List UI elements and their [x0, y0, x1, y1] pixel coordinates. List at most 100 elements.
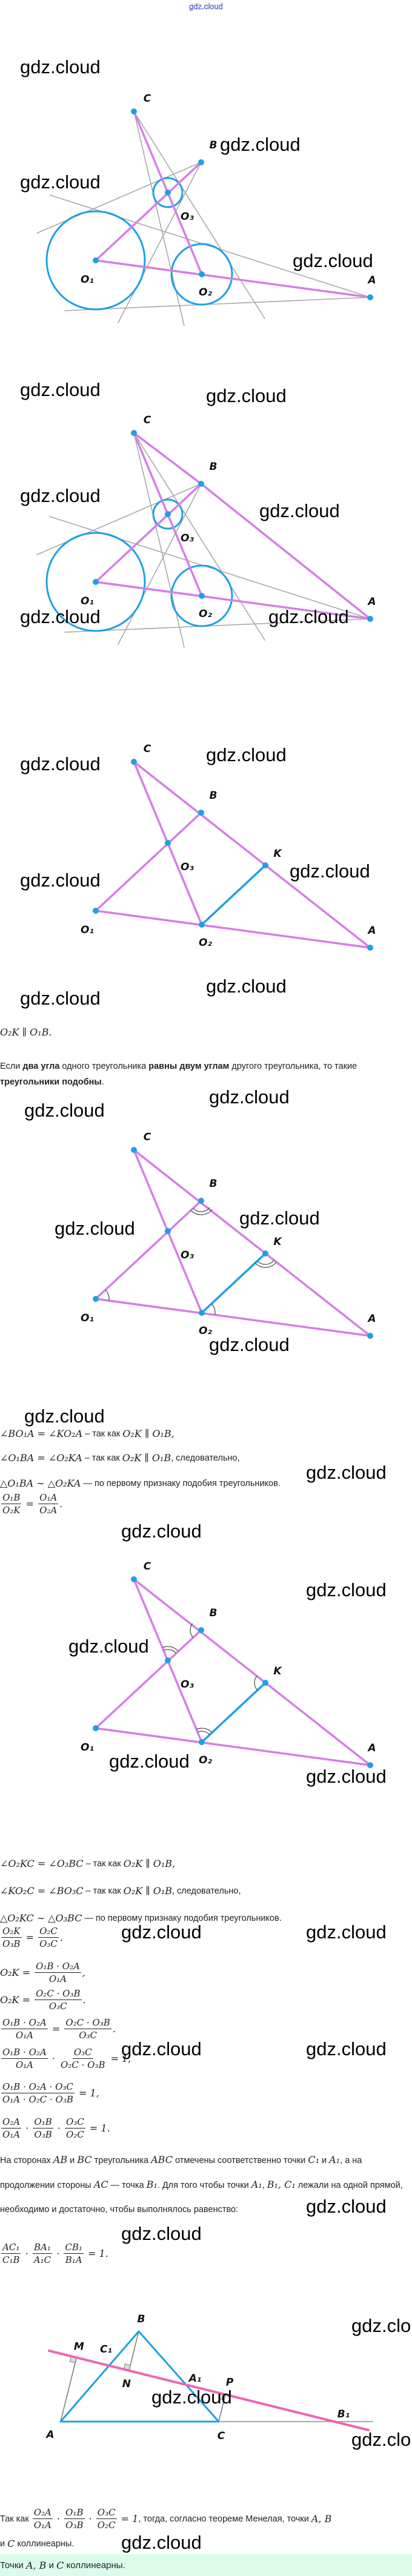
watermark: gdz.cloud — [20, 56, 101, 78]
fraction-numerator: O₁B — [33, 2116, 53, 2129]
fraction-denominator: O₁A — [15, 2059, 33, 2070]
text: – так как — [83, 1859, 124, 1869]
math-expression: A₁ — [329, 2154, 341, 2165]
angle-arc-o3 — [162, 1646, 179, 1651]
b-point — [198, 481, 204, 487]
text: треугольника — [91, 2156, 151, 2165]
math-expression: △O₂KC ∼ △O₃BC — [0, 1912, 82, 1924]
math-expression: ∠O₁BA = ∠O₂KA — [0, 1452, 82, 1464]
math-expression: BC — [77, 2154, 92, 2165]
segment-o1-a — [95, 259, 371, 299]
fraction-denominator: O₃B — [2, 1938, 21, 1949]
bold-text: равны двум углам — [148, 1062, 230, 1071]
b-point — [198, 1627, 204, 1633]
watermark: gdz.cloud — [20, 606, 101, 627]
fraction-denominator: O₃C — [48, 2001, 67, 2012]
fraction-denominator: O₁A — [15, 2030, 33, 2041]
fraction-denominator: O₁A — [33, 2520, 51, 2531]
o2-point — [199, 1310, 205, 1316]
point-label-M: M — [74, 2340, 84, 2353]
math-expression: · — [22, 2122, 32, 2134]
o3-point — [165, 840, 171, 846]
circle-o3 — [152, 177, 184, 208]
watermark: gdz.cloud — [239, 1207, 320, 1229]
watermark: gdz.cloud — [20, 753, 101, 774]
math-expression: = 1. — [84, 2247, 108, 2259]
math-expression: A, B — [311, 2512, 332, 2525]
o1-point — [93, 1725, 99, 1731]
point-label-O2: O₂ — [199, 286, 212, 299]
c-point — [131, 1147, 137, 1153]
point-label-N: N — [122, 2378, 131, 2390]
fraction-numerator: O₁B · O₂A — [1, 2047, 48, 2059]
point-label-B: B — [210, 1607, 218, 1619]
watermark: gdz.cloud — [20, 870, 101, 891]
fraction-denominator: O₂A — [39, 1505, 58, 1516]
point-label-B: B — [210, 1178, 218, 1190]
point-label-O3: O₃ — [181, 1249, 194, 1261]
point-label-A: A — [367, 274, 376, 286]
math-expression: O₂K ∥ O₁B, — [122, 1428, 174, 1439]
text: – так как — [82, 1429, 123, 1439]
fraction-denominator: O₂C · O₃B — [61, 2059, 105, 2070]
angle-arc-k — [254, 1261, 277, 1268]
math-expression: = 1, — [107, 2052, 131, 2064]
point-label-O1: O₁ — [81, 1312, 94, 1324]
watermark: gdz.cloud — [68, 1636, 149, 1657]
math-expression: ∠KO₂C = ∠BO₃C — [0, 1885, 84, 1897]
text: Если — [0, 1062, 23, 1071]
math-expression: . — [59, 1498, 63, 1510]
o2-point — [199, 1739, 205, 1745]
segment-o1-b — [95, 483, 202, 583]
watermark: gdz.cloud — [24, 1405, 105, 1427]
watermark: gdz.cloud — [306, 1462, 387, 1483]
segment-o1-a — [95, 1298, 371, 1337]
segment-o1-a — [95, 1727, 371, 1766]
segment-o1-b — [95, 811, 202, 912]
fraction-denominator: O₁A — [48, 1973, 67, 1984]
fraction-denominator: A₁C — [33, 2254, 51, 2265]
point-label-K: K — [273, 848, 282, 860]
c-point — [131, 759, 137, 765]
math-expression: = — [48, 2023, 64, 2035]
watermark: gdz.cloud — [306, 2196, 387, 2217]
math-expression: , — [82, 1966, 85, 1978]
bisector-line — [133, 111, 265, 319]
point-label-B: B — [210, 790, 218, 802]
point-label-O1: O₁ — [81, 1742, 94, 1754]
transversal-line — [48, 2350, 370, 2431]
o1-point — [93, 257, 99, 263]
math-expression: C₁ — [308, 2154, 319, 2165]
point-label-P: P — [226, 2376, 234, 2388]
fraction-denominator: B₁A — [65, 2254, 82, 2265]
o1-point — [93, 908, 99, 914]
watermark: gdz.cloud — [351, 2429, 412, 2450]
bisector-line — [36, 483, 202, 555]
site-header-logo[interactable]: gdz.cloud — [189, 2, 223, 12]
angle-arc-b — [190, 1623, 194, 1638]
fraction-numerator: O₁B · O₂A — [35, 1961, 81, 1973]
bold-text: два угла — [22, 1062, 60, 1071]
watermark: gdz.cloud — [121, 2038, 202, 2059]
text: , тогда, согласно теореме Менелая, точки — [138, 2514, 311, 2524]
c-point — [131, 1576, 137, 1582]
text: , а на продолжении стороны — [0, 2156, 365, 2190]
point-label-A: A — [45, 2429, 54, 2441]
watermark: gdz.cloud — [20, 379, 101, 400]
text: , следовательно, — [171, 1453, 240, 1463]
fraction-numerator: O₁A — [38, 1492, 59, 1504]
a-point — [367, 1333, 373, 1339]
angle-equality-3: ∠O₂KC = ∠O₃BC – так как O₂K ∥ O₁B, — [0, 1857, 410, 1871]
